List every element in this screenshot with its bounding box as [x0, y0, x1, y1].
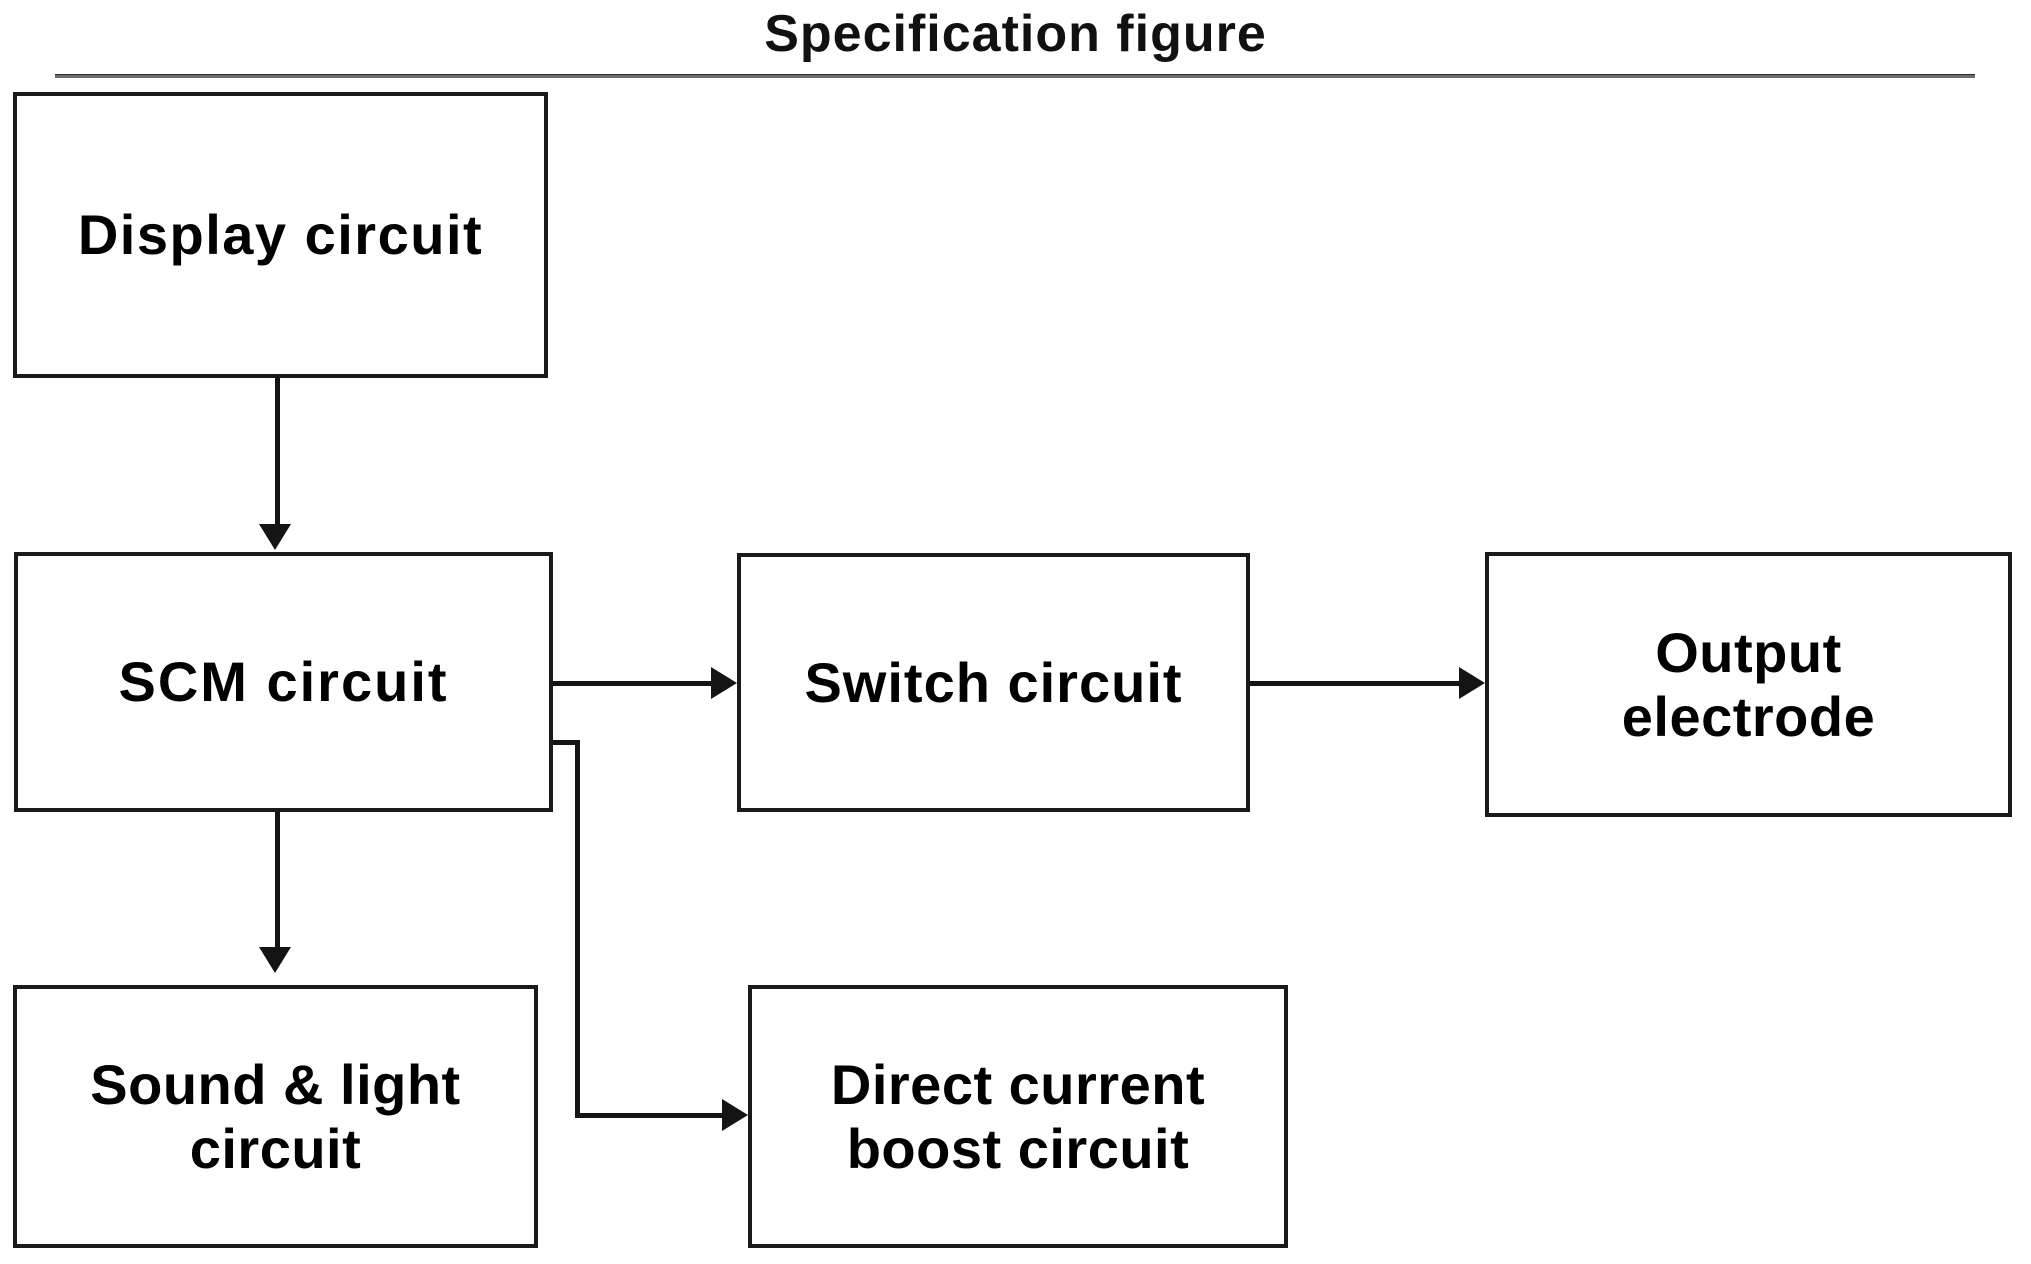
connector-scm-to-switch-line	[553, 681, 713, 686]
node-output-electrode-label-line2: electrode	[1621, 684, 1876, 748]
node-output-electrode[interactable]: Output electrode	[1485, 552, 2012, 817]
node-display-circuit-label: Display circuit	[77, 203, 484, 267]
node-display-circuit[interactable]: Display circuit	[13, 92, 548, 378]
node-sound-and-light-circuit-label-line1: Sound & light	[90, 1052, 461, 1116]
connector-scm-to-dcboost-segment-3	[575, 1113, 724, 1118]
connector-scm-to-sound-line	[275, 812, 280, 951]
node-sound-and-light-circuit-label-line2: circuit	[189, 1116, 362, 1180]
figure-title: Specification figure	[764, 5, 1267, 63]
node-scm-circuit-label: SCM circuit	[118, 650, 449, 714]
node-sound-and-light-circuit-label: Sound & light circuit	[80, 1053, 470, 1181]
node-switch-circuit-label: Switch circuit	[804, 650, 1183, 714]
arrow-right-icon-switch-to-output	[1459, 667, 1485, 699]
arrow-down-icon-scm-to-sound	[259, 947, 291, 973]
arrow-right-icon-scm-to-switch	[711, 667, 737, 699]
node-direct-current-boost-circuit-label: Direct current boost circuit	[821, 1053, 1215, 1181]
node-direct-current-boost-circuit-label-line2: boost circuit	[846, 1116, 1190, 1180]
node-sound-and-light-circuit[interactable]: Sound & light circuit	[13, 985, 538, 1248]
node-direct-current-boost-circuit[interactable]: Direct current boost circuit	[748, 985, 1288, 1248]
connector-scm-to-dcboost-segment-1	[553, 740, 580, 745]
arrow-down-icon-display-to-scm	[259, 524, 291, 550]
connector-switch-to-output-line	[1250, 681, 1461, 686]
arrow-right-icon-scm-to-dcboost	[722, 1099, 748, 1131]
node-direct-current-boost-circuit-label-line1: Direct current	[830, 1052, 1206, 1116]
node-output-electrode-label-line1: Output	[1655, 620, 1842, 684]
connector-display-to-scm-line	[275, 378, 280, 528]
node-output-electrode-label: Output electrode	[1612, 621, 1886, 749]
node-switch-circuit[interactable]: Switch circuit	[737, 553, 1250, 812]
connector-scm-to-dcboost-segment-2	[575, 740, 580, 1118]
title-divider-rule	[55, 74, 1975, 78]
node-scm-circuit[interactable]: SCM circuit	[14, 552, 553, 812]
